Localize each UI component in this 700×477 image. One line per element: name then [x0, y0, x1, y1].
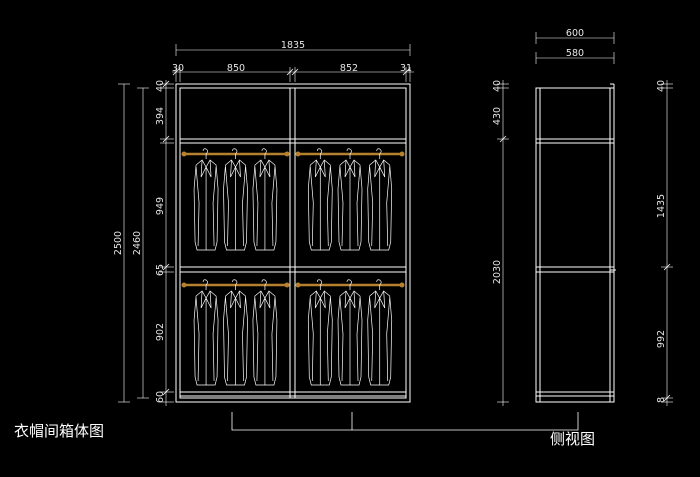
dim-top-compartment: 394 [155, 107, 166, 125]
dim-side-top-panel: 40 [492, 80, 503, 92]
dim-top-panel: 40 [155, 80, 166, 92]
dim-side-right-top: 40 [656, 80, 667, 92]
hanging-garments [193, 148, 393, 386]
garment-outline [307, 279, 333, 386]
dim-side-top-compartment: 430 [492, 107, 503, 125]
garment-outline [307, 148, 333, 251]
side-dimension-lines [497, 32, 673, 406]
dim-inner-height: 2460 [132, 231, 143, 255]
side-dimension-ticks [499, 135, 671, 402]
dim-side-body: 2030 [492, 260, 503, 284]
side-view-title: 侧视图 [550, 430, 595, 448]
dim-overall-width: 1835 [281, 40, 305, 51]
garment-outline [223, 279, 248, 386]
garment-outline [252, 148, 278, 251]
dim-right-side-thickness: 31 [400, 63, 412, 74]
dim-middle-shelf: 65 [155, 264, 166, 276]
dim-side-upper: 1435 [656, 194, 667, 218]
garment-outline [193, 279, 219, 386]
dim-upper-hanging: 949 [155, 197, 166, 215]
front-outer-frame [175, 83, 411, 403]
front-dimension-lines [118, 44, 414, 406]
garment-outline [252, 279, 278, 386]
side-view-carcass [535, 83, 616, 403]
front-dimension-ticks [162, 68, 410, 396]
front-view-carcass [175, 83, 411, 403]
dim-right-bay-width: 852 [340, 63, 358, 74]
garment-outline [337, 279, 363, 386]
dim-side-depth-outer: 600 [566, 28, 584, 39]
rail-brackets [181, 151, 405, 288]
garment-outline [367, 148, 393, 251]
dim-side-lower: 992 [656, 330, 667, 348]
dim-side-base: 8 [656, 397, 667, 403]
caption-leader-bracket [231, 412, 579, 431]
dim-left-bay-width: 850 [227, 63, 245, 74]
dim-plinth: 60 [155, 391, 166, 403]
garment-outline [223, 148, 248, 251]
dim-side-depth-inner: 580 [566, 48, 584, 59]
dim-left-side-thickness: 30 [172, 63, 184, 74]
front-inner-frame [179, 87, 407, 399]
garment-outline [337, 148, 363, 251]
hanging-rails [181, 152, 405, 287]
dim-lower-hanging: 902 [155, 323, 166, 341]
front-view-title: 衣帽间箱体图 [14, 422, 104, 440]
dim-total-height: 2500 [113, 231, 124, 255]
garment-outline [193, 148, 219, 251]
side-outer-frame [535, 87, 615, 403]
garment-outline [367, 279, 393, 386]
